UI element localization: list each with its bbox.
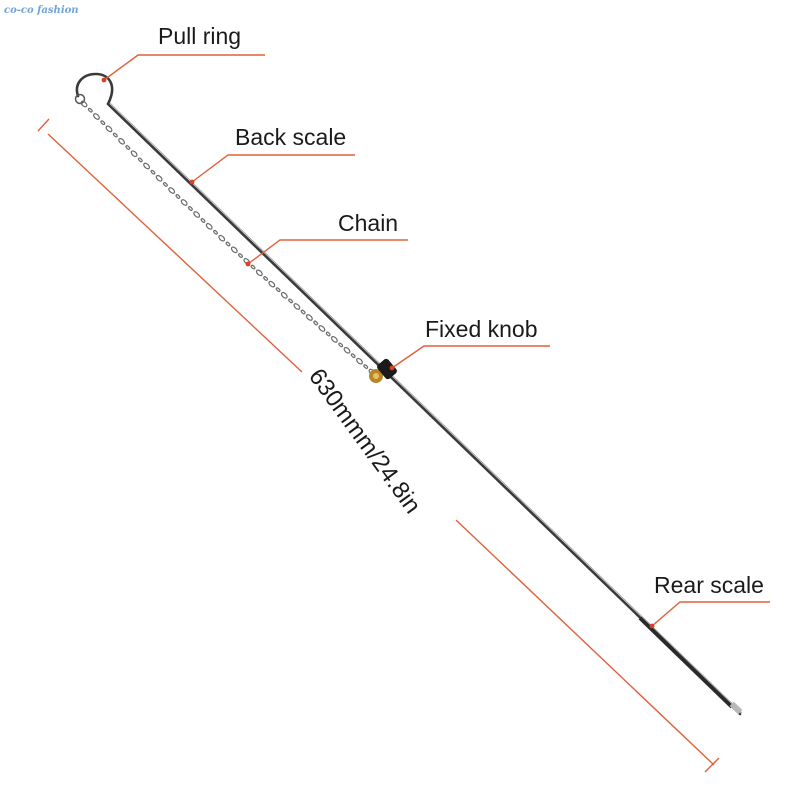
chain-link (125, 145, 131, 150)
chain-link (150, 169, 156, 175)
chain-link (105, 125, 113, 133)
chain-link (263, 276, 269, 281)
chain-link (288, 298, 294, 304)
chain-link (356, 357, 363, 365)
chain-link (175, 194, 181, 199)
chain-link (80, 100, 88, 108)
chain-link (213, 229, 218, 235)
label-pull-ring: Pull ring (158, 23, 241, 49)
chain-link (330, 336, 338, 343)
chain-link (187, 206, 193, 211)
dimension-line (37, 118, 720, 773)
chain-link (255, 269, 263, 277)
chain-link (350, 353, 356, 359)
chain-link (93, 113, 100, 120)
chain-link (87, 107, 93, 113)
chain-link (137, 157, 143, 163)
chain-link (230, 246, 238, 254)
chain-link (313, 320, 319, 326)
chain-link (293, 303, 301, 310)
chain-link (155, 174, 163, 182)
chain-link (218, 234, 226, 242)
chain-link (225, 241, 231, 247)
chain-link (130, 150, 138, 158)
leader-rear-scale (649, 601, 770, 629)
chain-link (318, 325, 326, 332)
chain-link (205, 223, 213, 230)
watermark-text: co-co fashion (4, 5, 79, 16)
pull-ring (74, 72, 114, 106)
chain-link (180, 199, 188, 206)
chain-link (305, 314, 313, 321)
chain-link (363, 364, 369, 369)
chain-link (143, 162, 151, 170)
chain-link (250, 264, 256, 270)
leader-back-scale (189, 154, 355, 185)
chain-link (343, 346, 351, 354)
chain-link (280, 291, 288, 299)
chain-link (100, 120, 106, 126)
fixed-knob (369, 358, 397, 383)
chain-link (275, 287, 281, 293)
chain-link (118, 137, 126, 145)
chain-link (338, 342, 344, 348)
leader-fixed-knob (389, 345, 550, 371)
chain-link (268, 280, 276, 288)
chain-link (162, 182, 168, 187)
chain (80, 100, 376, 376)
chain-link (238, 253, 243, 258)
chain-link (168, 187, 176, 194)
chain-link (112, 132, 118, 138)
label-fixed-knob: Fixed knob (425, 316, 538, 342)
label-chain: Chain (338, 210, 398, 236)
chain-link (325, 331, 331, 337)
label-rear-scale: Rear scale (654, 572, 764, 598)
label-back-scale: Back scale (235, 124, 346, 150)
leader-pull-ring (101, 54, 265, 83)
chain-link (300, 309, 306, 315)
dipstick-rod (106, 102, 743, 716)
dimension-label: 630mmm/24.8in (303, 364, 426, 519)
chain-link (200, 218, 206, 223)
chain-link (193, 211, 201, 218)
leader-chain (245, 239, 408, 267)
